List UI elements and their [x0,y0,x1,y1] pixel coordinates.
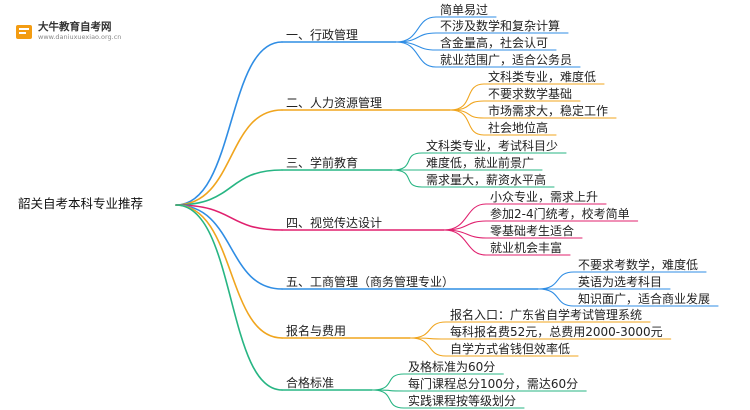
leaf-label: 每门课程总分100分，需达60分 [408,377,579,391]
connector-line [443,220,487,231]
root-topic: 韶关自考本科专业推荐 [18,196,144,211]
connector-line [175,169,283,206]
branch-label: 一、行政管理 [286,28,359,42]
connector-line [371,373,405,391]
connector-line [175,204,283,231]
connector-line [175,204,283,339]
leaf-label: 不要求数学基础 [488,87,573,101]
leaf-label: 小众专业，需求上升 [490,190,599,204]
site-logo: 大牛教育自考网 www.daniuxuexiao.org.cn [14,16,129,46]
leaf-label: 不涉及数学和复杂计算 [440,19,561,33]
connector-line [391,169,423,188]
leaf-label: 社会地位高 [488,121,549,135]
leaf-label: 实践课程按等级划分 [408,394,517,408]
leaf-label: 市场需求大，稳定工作 [488,104,609,118]
leaf-label: 自学方式省钱但效率低 [450,342,571,356]
connector-line [395,41,437,51]
book-icon [16,25,32,39]
connector-line [449,109,485,119]
leaf-label: 每科报名费52元，总费用2000-3000元 [450,325,663,339]
leaf-label: 文科类专业，难度低 [488,70,597,84]
connector-line [443,229,487,256]
connector-line [409,321,447,339]
leaf-label: 知识面广，适合商业发展 [578,292,711,306]
connector-line [175,109,283,206]
connector-line [175,204,283,391]
leaf-label: 英语为选考科目 [578,275,663,289]
leaf-label: 需求量大，薪资水平高 [426,173,547,187]
connector-line [537,288,575,307]
connector-line [175,41,283,206]
leaf-label: 零基础考生适合 [490,224,575,238]
branch-label: 五、工商管理（商务管理专业） [286,275,455,289]
connector-line [371,389,405,409]
connector-line [449,109,485,136]
branch-label: 报名与费用 [286,324,347,338]
branch-label: 三、学前教育 [286,156,359,170]
leaf-label: 不要求考数学，难度低 [578,258,699,272]
branch-label: 合格标准 [286,376,335,390]
branch-label: 四、视觉传达设计 [286,216,383,230]
connector-line [449,100,485,111]
leaf-label: 就业机会丰富 [490,241,563,255]
leaf-label: 文科类专业，考试科目少 [426,139,559,153]
logo-subtitle: www.daniuxuexiao.org.cn [38,33,122,41]
connector-line [395,41,437,68]
leaf-label: 及格标准为60分 [408,360,496,374]
leaf-label: 难度低，就业前景广 [426,156,535,170]
leaf-label: 简单易过 [440,3,489,17]
connector-line [443,229,487,239]
logo-title: 大牛教育自考网 [38,21,112,33]
branch-label: 二、人力资源管理 [286,96,383,110]
connector-line [537,271,575,290]
connector-line [409,337,447,357]
connector-line [395,32,437,43]
leaf-label: 含金量高，社会认可 [440,36,549,50]
leaf-label: 就业范围广，适合公务员 [440,53,573,67]
connector-line [391,152,423,171]
connector-line [175,204,283,290]
leaf-label: 报名入口：广东省自学考试管理系统 [450,308,643,322]
leaf-label: 参加2-4门统考，校考简单 [490,207,630,221]
